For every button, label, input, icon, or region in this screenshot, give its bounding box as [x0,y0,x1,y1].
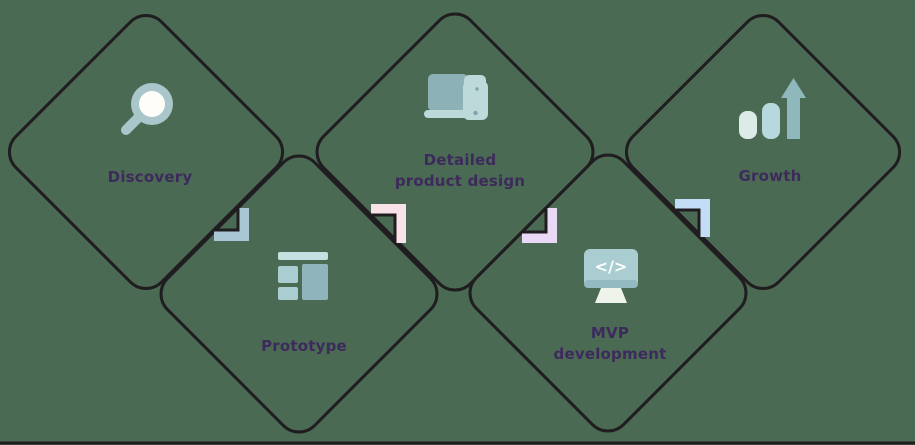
stage-label-mvp-line1: MVP [591,324,629,342]
phone-body [463,81,488,120]
stage-label-detailed-line2: product design [395,172,525,190]
stage-label-discovery: Discovery [108,168,193,186]
monitor-chin [584,280,638,288]
laptop-base [424,110,468,118]
diamond-outline-mvp-development [468,153,748,433]
connector-discovery-prototype [214,208,249,241]
stage-label-detailed-line1: Detailed [424,151,497,169]
stage-tile-growth [624,13,902,291]
wireframe-topbar [278,252,328,260]
stage-tile-discovery [7,13,285,291]
growth-bar-1 [739,111,757,139]
wireframe-block-left-bottom [278,287,298,300]
stage-tile-prototype [159,154,439,434]
stage-tile-mvp-development [468,153,748,433]
stage-label-prototype: Prototype [261,337,347,355]
growth-arrow [781,78,806,139]
devices-icon [424,74,488,120]
diamond-outline-discovery [7,13,285,291]
magnifier-lens [139,91,165,117]
monitor-stand [595,288,627,303]
stage-label-mvp-line2: development [554,345,667,363]
wireframe-block-main [302,264,328,300]
phone-camera-dot [475,87,479,91]
connector-accent [214,208,249,241]
wireframe-block-left-top [278,266,298,283]
connector-detailed-mvp [522,208,557,243]
connector-prototype-detailed [371,204,406,243]
diamond-outline-growth [624,13,902,291]
growth-bar-2 [762,103,780,139]
stage-label-growth: Growth [739,167,802,185]
connector-mvp-growth [675,199,710,237]
code-monitor-icon: </> [584,249,638,303]
phone-home-dot [473,110,478,116]
diamond-outline-prototype [159,154,439,434]
magnifier-handle [121,112,144,135]
growth-bars-icon [739,78,806,139]
code-glyph: </> [595,257,628,276]
connector-step-line [371,213,397,243]
magnifier-icon [121,83,173,135]
connector-step-line [522,208,548,234]
wireframe-icon [278,252,328,300]
connector-step-line [214,208,240,232]
connector-accent [522,208,557,243]
monitor-screen [584,249,638,288]
laptop-screen [428,74,468,111]
connector-step-line [675,208,701,237]
